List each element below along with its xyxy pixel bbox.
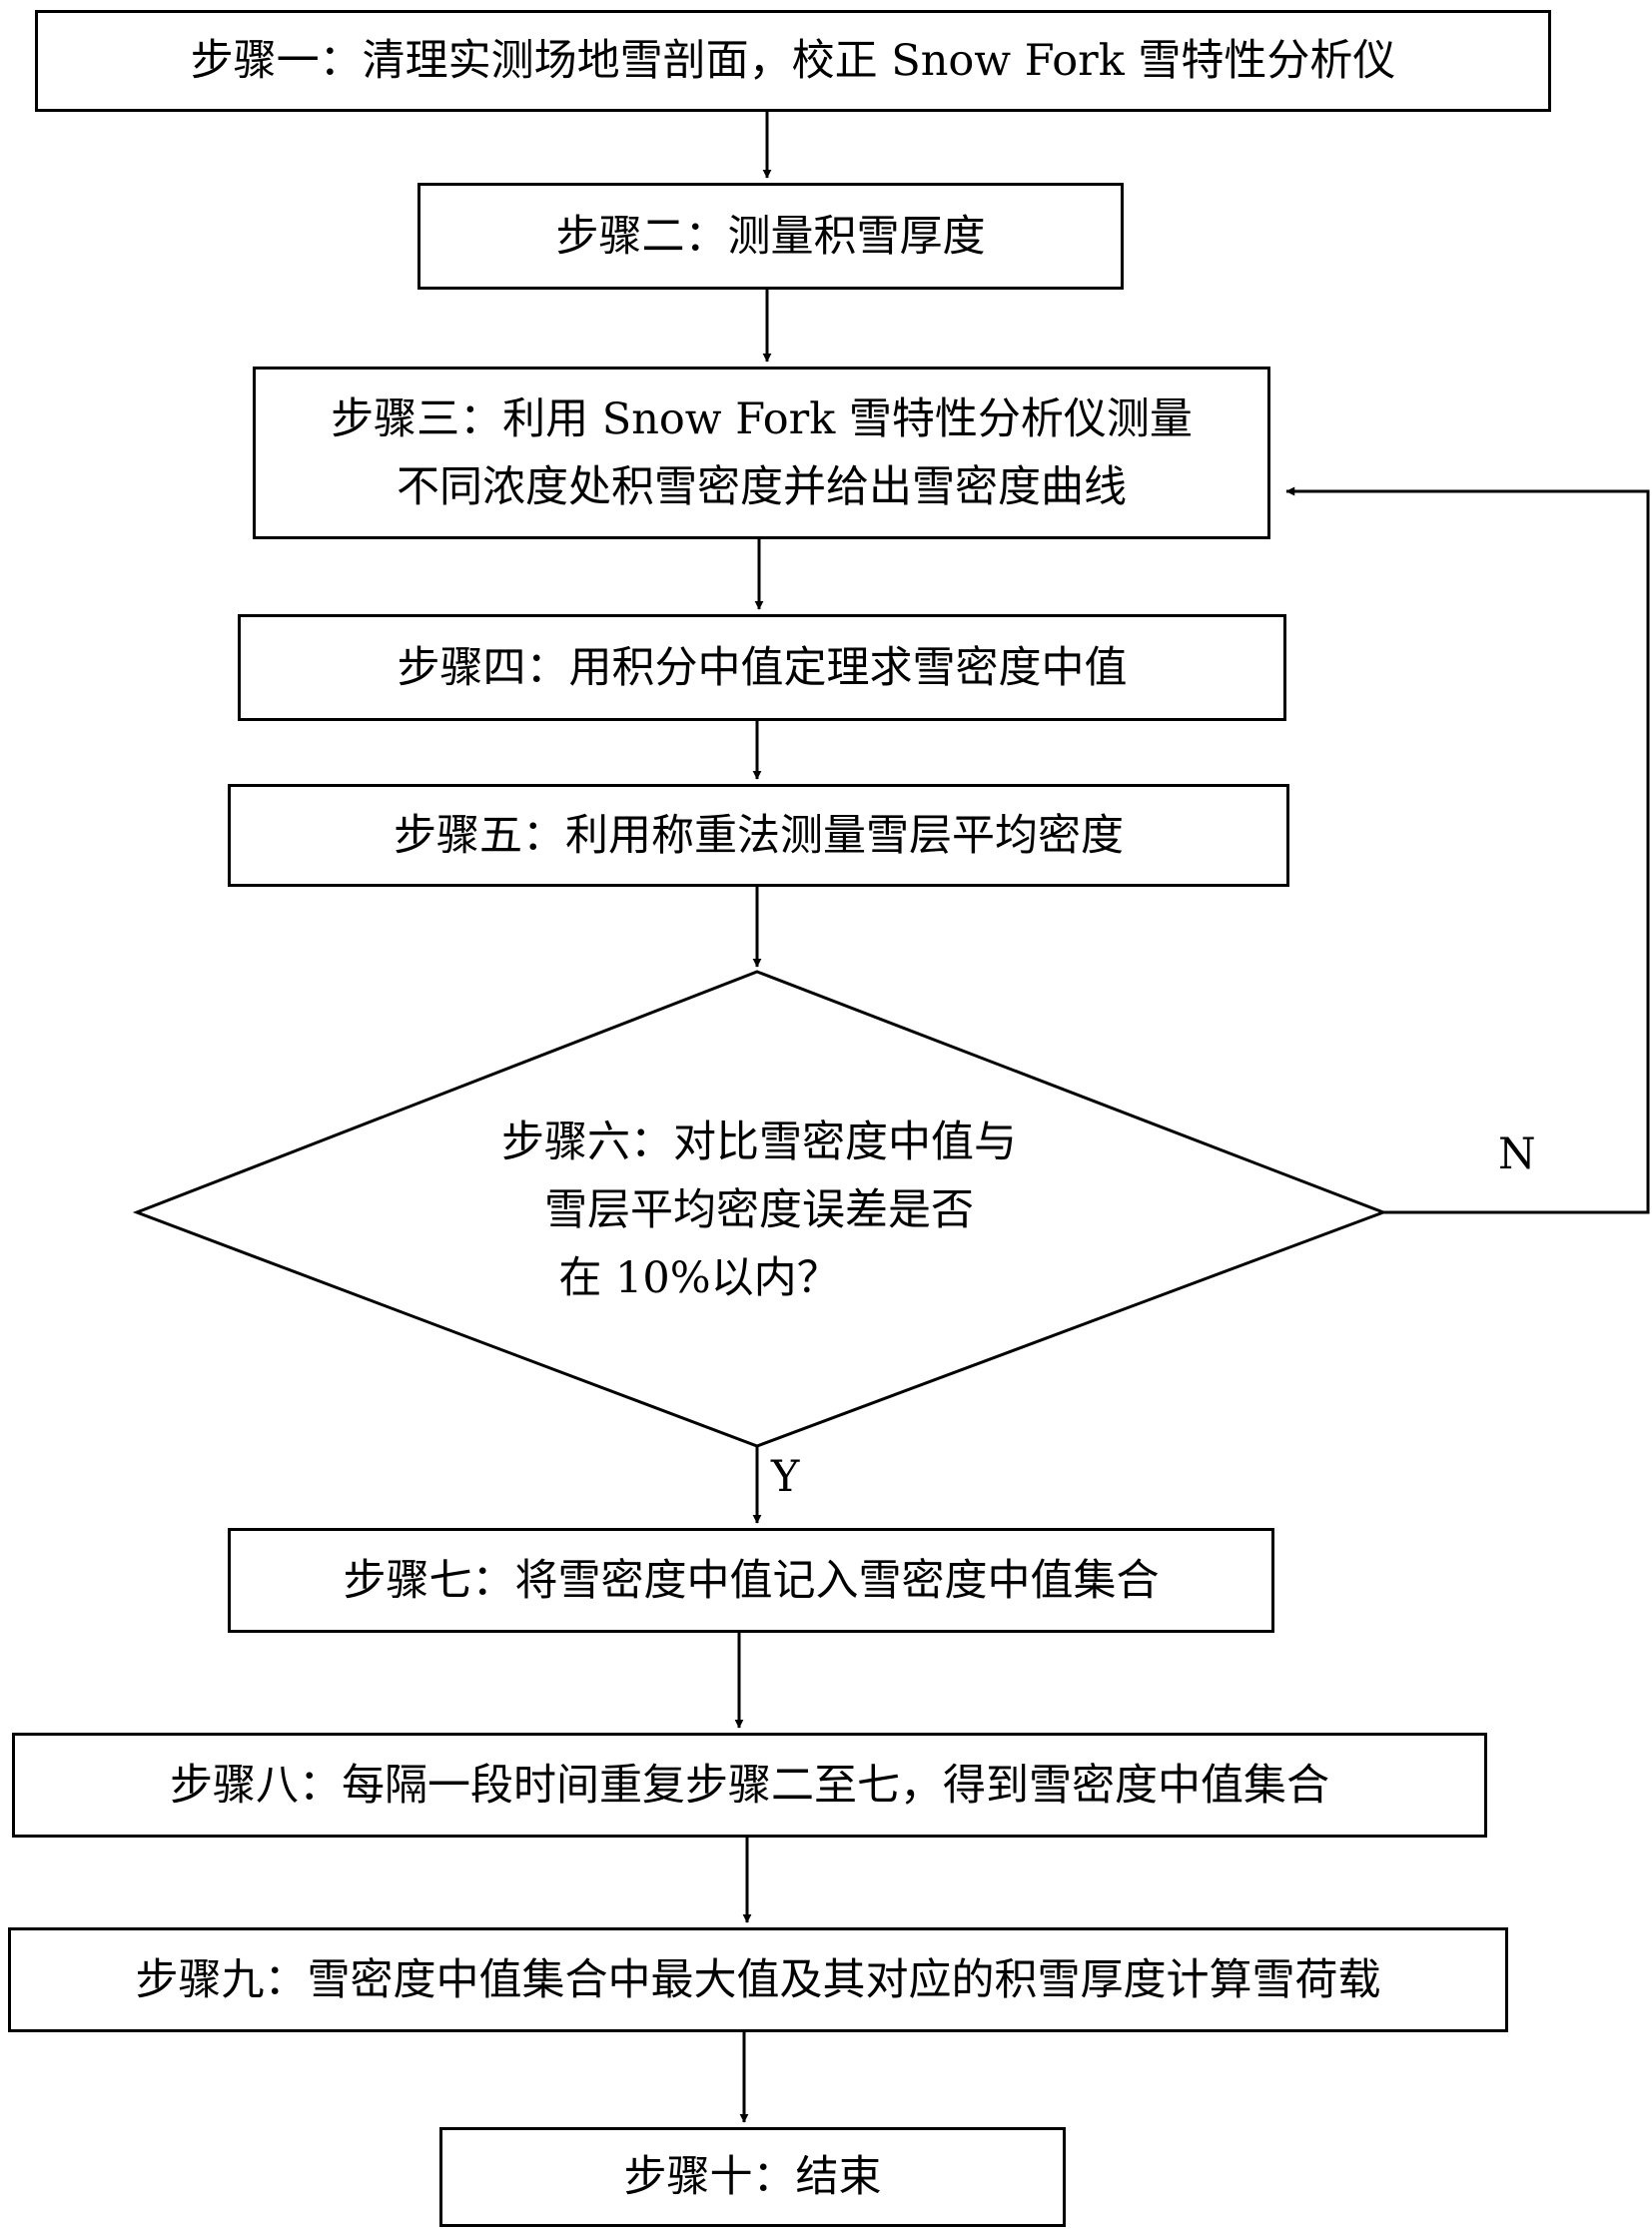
step-10-text: 步骤十：结束 bbox=[623, 2152, 882, 2202]
step-3-box: 步骤三：利用 Snow Fork 雪特性分析仪测量 不同浓度处积雪密度并给出雪密… bbox=[253, 367, 1270, 539]
step-4-text: 步骤四：用积分中值定理求雪密度中值 bbox=[397, 642, 1128, 693]
step-6-text-line3: 在 10%以内？ bbox=[558, 1253, 840, 1303]
step-6-text-line1: 步骤六：对比雪密度中值与 bbox=[501, 1117, 1017, 1167]
step-1-box: 步骤一：清理实测场地雪剖面，校正 Snow Fork 雪特性分析仪 bbox=[35, 10, 1551, 112]
decision-diamond bbox=[132, 970, 1388, 1448]
step-2-box: 步骤二：测量积雪厚度 bbox=[417, 183, 1124, 290]
edge-label-no: N bbox=[1498, 1129, 1536, 1179]
edge-label-yes: Y bbox=[771, 1452, 800, 1502]
step-7-box: 步骤七：将雪密度中值记入雪密度中值集合 bbox=[228, 1528, 1274, 1633]
step-8-box: 步骤八：每隔一段时间重复步骤二至七，得到雪密度中值集合 bbox=[12, 1733, 1487, 1838]
step-6-text-line2: 雪层平均密度误差是否 bbox=[544, 1185, 974, 1235]
step-8-text: 步骤八：每隔一段时间重复步骤二至七，得到雪密度中值集合 bbox=[170, 1760, 1329, 1811]
step-5-box: 步骤五：利用称重法测量雪层平均密度 bbox=[228, 784, 1289, 887]
step-5-text: 步骤五：利用称重法测量雪层平均密度 bbox=[394, 810, 1124, 861]
step-7-text: 步骤七：将雪密度中值记入雪密度中值集合 bbox=[343, 1555, 1160, 1606]
step-1-text: 步骤一：清理实测场地雪剖面，校正 Snow Fork 雪特性分析仪 bbox=[190, 36, 1396, 86]
step-10-box: 步骤十：结束 bbox=[439, 2127, 1066, 2227]
step-9-box: 步骤九：雪密度中值集合中最大值及其对应的积雪厚度计算雪荷载 bbox=[8, 1927, 1508, 2032]
step-9-text: 步骤九：雪密度中值集合中最大值及其对应的积雪厚度计算雪荷载 bbox=[135, 1954, 1381, 2005]
step-3-text-line1: 步骤三：利用 Snow Fork 雪特性分析仪测量 bbox=[331, 393, 1193, 444]
loop-back-line bbox=[1285, 486, 1650, 1214]
step-6-text: 步骤六：对比雪密度中值与 雪层平均密度误差是否 在 10%以内？ bbox=[360, 1109, 1159, 1312]
step-2-text: 步骤二：测量积雪厚度 bbox=[555, 211, 986, 262]
step-3-text-line2: 不同浓度处积雪密度并给出雪密度曲线 bbox=[397, 461, 1127, 512]
step-4-box: 步骤四：用积分中值定理求雪密度中值 bbox=[238, 614, 1286, 721]
